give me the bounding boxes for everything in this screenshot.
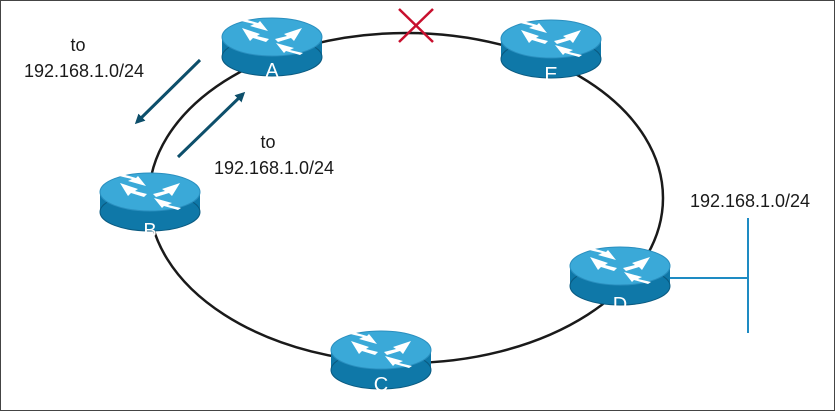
ring-link [147, 31, 665, 365]
router-c-label: C [374, 374, 388, 396]
router-d-label: D [613, 294, 627, 316]
update-arrow-to-a [176, 91, 246, 159]
update-out-net-label: 192.168.1.0/24 [24, 61, 144, 81]
update-out-to-label: to [70, 35, 85, 55]
router-e[interactable]: E [500, 19, 602, 86]
lan-segment [668, 218, 749, 333]
router-a[interactable]: A [221, 17, 323, 82]
router-d[interactable]: D [569, 246, 671, 316]
router-b[interactable]: B [99, 172, 201, 242]
update-in-to-label: to [260, 132, 275, 152]
update-arrow-to-b [134, 58, 202, 125]
router-a-label: A [265, 60, 279, 82]
lan-network-label: 192.168.1.0/24 [690, 191, 810, 211]
link-failure-mark [398, 8, 434, 43]
router-c[interactable]: C [330, 330, 432, 396]
router-e-label: E [544, 64, 557, 86]
update-in-net-label: 192.168.1.0/24 [214, 158, 334, 178]
router-b-label: B [143, 220, 156, 242]
